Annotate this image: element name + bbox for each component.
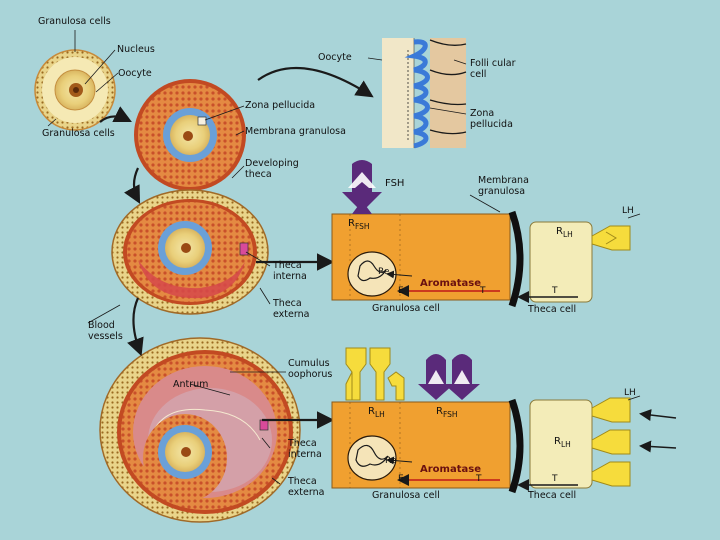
estrogen-receptor-label: Re [378,267,389,277]
aromatase-label-1: Aromatase [420,278,481,289]
testosterone-inner-label-1: T [480,286,486,296]
granulosa-cells-label-left: Granulosa cells [42,128,115,139]
oocyte-label-1: Oocyte [118,68,152,79]
antral-follicle [100,338,300,522]
aromatase-label-2: Aromatase [420,464,481,475]
testosterone-inner-label-2: T [476,474,482,484]
zona-pellucida-label-2: Zona pellucida [470,108,513,130]
panel-2-drawing [332,348,676,492]
lh-receptor-label-2b: RLH [554,436,571,449]
secondary-follicle [112,190,268,314]
lh-receptor-label-2a: RLH [368,406,385,419]
fsh-receptor-label: RFSH [348,218,370,231]
lh-label-2: LH [624,388,636,398]
fsh-receptor-label-2: RFSH [436,406,458,419]
testosterone-outer-label-2: T [552,474,558,484]
theca-cell-label-2: Theca cell [528,490,576,501]
estradiol-label-1: E [398,286,404,296]
estrogen-receptor-label-2: Re [385,456,396,466]
oocyte-label-2: Oocyte [318,52,352,63]
membrana-granulosa-label-1: Membrana granulosa [245,126,346,137]
membrana-granulosa-label-2: Membrana granulosa [478,175,529,197]
primordial-follicle [35,50,115,130]
theca-externa-label-1: Theca externa [273,298,309,320]
granulosa-cell-label-1: Granulosa cell [372,303,440,314]
testosterone-outer-label-1: T [552,286,558,296]
blood-vessels-label: Blood vessels [88,320,123,342]
granulosa-cell-label-2: Granulosa cell [372,490,440,501]
cumulus-oophorus-label: Cumulus oophorus [288,358,332,380]
zona-pellucida-label-1: Zona pellucida [245,100,315,111]
theca-externa-label-2: Theca externa [288,476,324,498]
fsh-label: FSH [385,178,404,189]
theca-cell-label-1: Theca cell [528,304,576,315]
estradiol-label-2: E [398,474,404,484]
nucleus-label: Nucleus [117,44,155,55]
theca-interna-label-2: Theca interna [288,438,322,460]
developing-theca-label: Developing theca [245,158,299,180]
theca-interna-label-1: Theca interna [273,260,307,282]
follicular-cell-label: Folli cular cell [470,58,516,80]
primary-follicle [134,79,246,191]
lh-label-1: LH [622,206,634,216]
lh-receptor-label-1: RLH [556,226,573,239]
zona-detail [382,38,466,148]
antrum-label: Antrum [173,379,208,390]
granulosa-cells-label-top: Granulosa cells [38,16,111,27]
